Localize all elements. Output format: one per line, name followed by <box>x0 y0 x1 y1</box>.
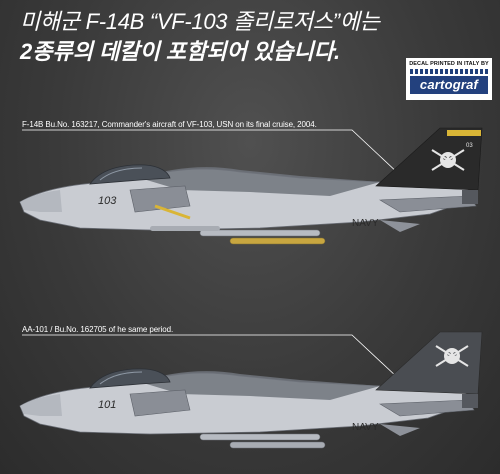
variant-1-caption: F-14B Bu.No. 163217, Commander's aircraf… <box>22 120 317 129</box>
variant-1-leader-line <box>22 129 401 176</box>
headline-emphasis: 2종류의 데칼 <box>20 39 140 64</box>
aircraft-1-fin-number: 03 <box>466 143 473 149</box>
decal-badge-text: DECAL PRINTED IN ITALY BY <box>409 61 489 67</box>
aircraft-2-modex: 101 <box>98 399 116 411</box>
aircraft-1-f14b-commander: 103 NAVY 03 <box>19 127 483 245</box>
aircraft-1-navy: NAVY <box>352 218 379 229</box>
headline-line-2: 2종류의 데칼이 포함되어 있습니다. <box>20 38 490 66</box>
variant-2-caption: AA-101 / Bu.No. 162705 of he same period… <box>22 325 174 334</box>
cartograf-logo: cartograf <box>410 76 488 94</box>
headline-rest: 이 포함되어 있습니다. <box>139 39 341 64</box>
headline: 미해군 F-14B “VF-103 졸리로저스”에는 2종류의 데칼이 포함되어… <box>20 8 490 66</box>
headline-line-1: 미해군 F-14B “VF-103 졸리로저스”에는 <box>20 9 380 34</box>
aircraft-2-aa-101: 101 NAVY <box>19 331 483 449</box>
aircraft-2-navy: NAVY <box>352 422 379 433</box>
variant-2-leader-line <box>22 334 399 379</box>
aircraft-1-modex: 103 <box>98 195 117 207</box>
cartograf-decal-badge: DECAL PRINTED IN ITALY BY cartograf <box>406 58 492 100</box>
decal-badge-stripes <box>410 69 488 74</box>
